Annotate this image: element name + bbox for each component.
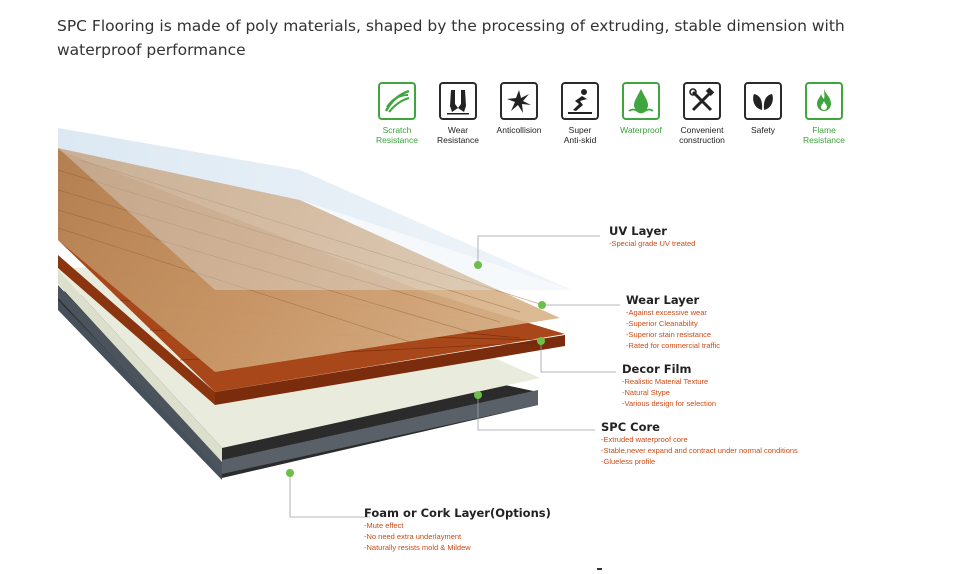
feature-wear-resistance: Wear Resistance	[427, 82, 489, 145]
tools-icon	[683, 82, 721, 120]
foam-dot	[286, 469, 294, 477]
layer-note: -Extruded waterproof core	[601, 435, 688, 444]
feature-waterproof: Waterproof	[610, 82, 672, 135]
feature-anticollision: Anticollision	[488, 82, 550, 135]
layer-note: -Glueless profile	[601, 457, 656, 466]
feature-label: Waterproof	[620, 125, 662, 135]
foam-layer-side	[58, 300, 222, 480]
layer-note: -Natural Stype	[622, 388, 670, 397]
feature-label: Wear Resistance	[436, 125, 480, 145]
spc-core-edge	[58, 270, 222, 462]
feature-scratch-resistance: Scratch Resistance	[366, 82, 428, 145]
layer-title: UV Layer	[609, 224, 667, 238]
feature-label: Anticollision	[496, 125, 542, 135]
uv-dot	[474, 261, 482, 269]
callout-wear-layer: Wear Layer -Against excessive wear -Supe…	[626, 293, 720, 351]
spc-dot	[474, 391, 482, 399]
layer-title: SPC Core	[601, 420, 660, 434]
flame-icon	[805, 82, 843, 120]
uv-layer	[58, 128, 572, 290]
feature-label: Scratch Resistance	[375, 125, 419, 145]
feature-label: Safety	[750, 125, 776, 135]
callout-decor-film: Decor Film -Realistic Material Texture -…	[622, 362, 716, 409]
divider-mark	[597, 568, 602, 570]
layer-note: -Superior Cleanability	[626, 319, 698, 328]
callout-foam-layer: Foam or Cork Layer(Options) -Mute effect…	[364, 506, 551, 553]
uv-layer-glass	[58, 148, 572, 290]
layer-title: Foam or Cork Layer(Options)	[364, 506, 551, 520]
decor-dot	[537, 337, 545, 345]
layer-title: Wear Layer	[626, 293, 700, 307]
layer-note: -Stable,never expand and contract under …	[601, 446, 798, 455]
feature-safety: Safety	[732, 82, 794, 135]
wear-dot	[538, 301, 546, 309]
layer-note: -Naturally resists mold & Mildew	[364, 543, 471, 552]
layer-title: Decor Film	[622, 362, 692, 376]
wear-resistance-icon	[439, 82, 477, 120]
callout-uv-layer: UV Layer -Special grade UV treated	[609, 224, 695, 249]
decor-film-edge	[58, 255, 215, 405]
leader-lines	[289, 235, 620, 518]
layer-note: -Against excessive wear	[626, 308, 707, 317]
wear-layer-top	[58, 148, 560, 372]
feature-flame-resistance: Flame Resistance	[793, 82, 855, 145]
leaf-icon	[744, 82, 782, 120]
feature-label: Flame Resistance	[802, 125, 846, 145]
scratch-resistance-icon	[378, 82, 416, 120]
layer-note: -Superior stain resistance	[626, 330, 712, 339]
spc-core-side	[58, 285, 222, 474]
feature-convenient-construction: Convenient construction	[671, 82, 733, 145]
callout-spc-core: SPC Core -Extruded waterproof core -Stab…	[601, 420, 798, 467]
layer-note: -Rated for commercial traffic	[626, 341, 721, 350]
layer-note: -Realistic Material Texture	[622, 377, 709, 386]
feature-anti-skid: Super Anti-skid	[549, 82, 611, 145]
layer-note: -No need extra underlayment	[364, 532, 462, 541]
wear-grain	[57, 159, 541, 346]
anti-skid-icon	[561, 82, 599, 120]
feature-label: Super Anti-skid	[563, 125, 597, 145]
layer-dots	[286, 261, 546, 477]
anticollision-icon	[500, 82, 538, 120]
waterproof-icon	[622, 82, 660, 120]
feature-label: Convenient construction	[679, 125, 725, 145]
layer-note: -Various design for selection	[622, 399, 717, 408]
feature-icons: Scratch Resistance Wear Resistance Antic…	[366, 82, 866, 152]
decor-film-front	[215, 335, 565, 405]
layer-note: -Mute effect	[364, 521, 404, 530]
layer-note: -Special grade UV treated	[609, 239, 696, 248]
spc-core-front	[222, 390, 538, 474]
intro-text: SPC Flooring is made of poly materials, …	[57, 17, 845, 59]
